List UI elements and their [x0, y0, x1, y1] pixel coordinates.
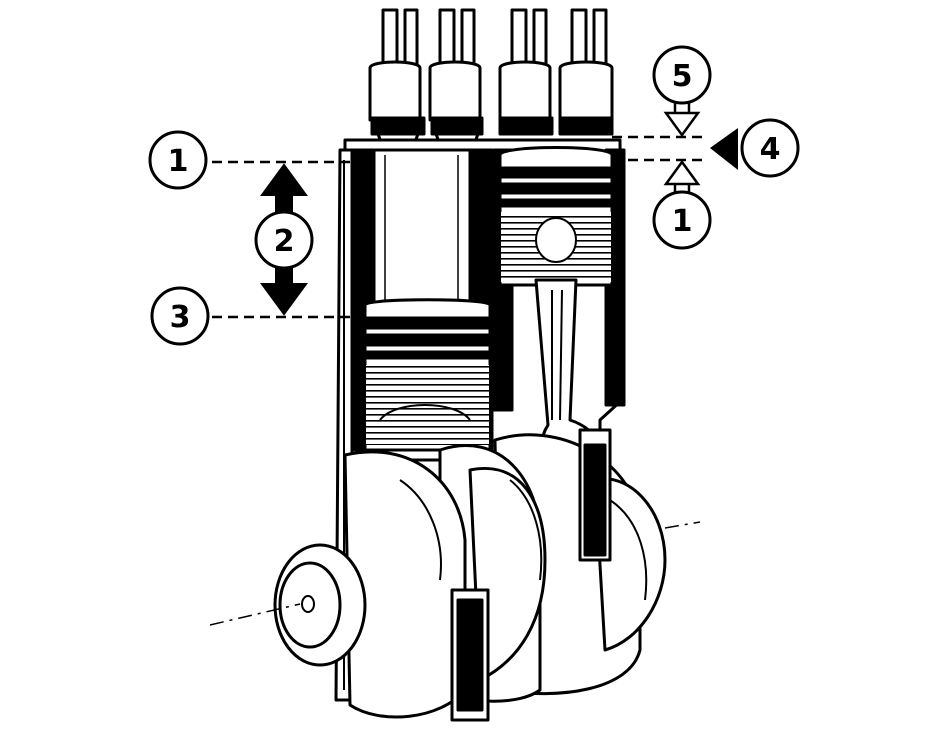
callouts: 1 2 3 4 5 1	[148, 45, 800, 346]
valve-heads	[368, 60, 614, 152]
dimension-lines	[212, 135, 708, 319]
callout-1-left: 1	[148, 130, 208, 190]
callout-4-label: 4	[760, 132, 781, 167]
crankshaft	[273, 428, 667, 722]
arrow-1-right	[663, 159, 701, 192]
left-piston	[363, 298, 492, 452]
crank-axis	[209, 521, 701, 626]
callout-4: 4	[740, 118, 800, 178]
callout-5: 5	[652, 45, 712, 105]
callout-3: 3	[150, 286, 210, 346]
stroke-arrow	[260, 163, 308, 316]
engine-illustration	[209, 8, 701, 722]
callout-3-label: 3	[170, 300, 191, 335]
callout-1-right: 1	[652, 190, 712, 250]
callout-2-label: 2	[274, 224, 295, 259]
callout-2: 2	[254, 210, 314, 270]
callout-1-right-label: 1	[672, 204, 693, 239]
right-piston	[498, 146, 614, 287]
left-cylinder-bore	[372, 148, 472, 307]
callout-1-left-label: 1	[168, 144, 189, 179]
callout-5-label: 5	[672, 59, 693, 94]
arrow-4	[710, 128, 738, 170]
arrow-5	[663, 102, 701, 138]
